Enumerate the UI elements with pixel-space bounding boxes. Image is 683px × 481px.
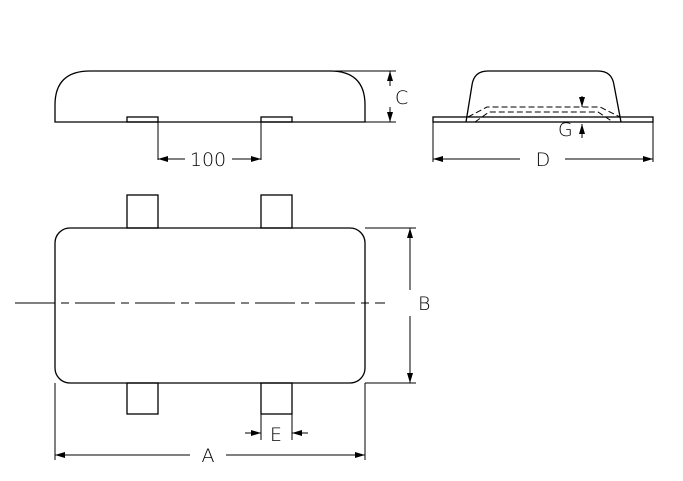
dimension-g-label: G	[558, 119, 573, 141]
dimension-e-label: E	[270, 424, 282, 446]
top-body	[54, 227, 366, 384]
end-body	[465, 70, 622, 123]
side-view: 100 C	[54, 70, 408, 171]
dimension-d-label: D	[536, 149, 551, 171]
side-tab-right	[260, 116, 293, 123]
top-tab-lower-left	[126, 382, 159, 415]
dimension-b-label: B	[418, 293, 430, 315]
end-flange	[432, 116, 654, 123]
top-tab-upper-left	[126, 194, 159, 229]
side-tab-left	[126, 116, 159, 123]
top-tab-upper-right	[260, 194, 293, 229]
dimension-a-label: A	[202, 445, 215, 467]
dimension-100-label: 100	[190, 149, 226, 171]
side-body	[54, 70, 366, 123]
dimension-c-label: C	[395, 87, 408, 109]
top-tab-lower-right	[260, 382, 293, 415]
end-view: G D	[432, 70, 654, 171]
top-view: B A E	[15, 194, 430, 467]
